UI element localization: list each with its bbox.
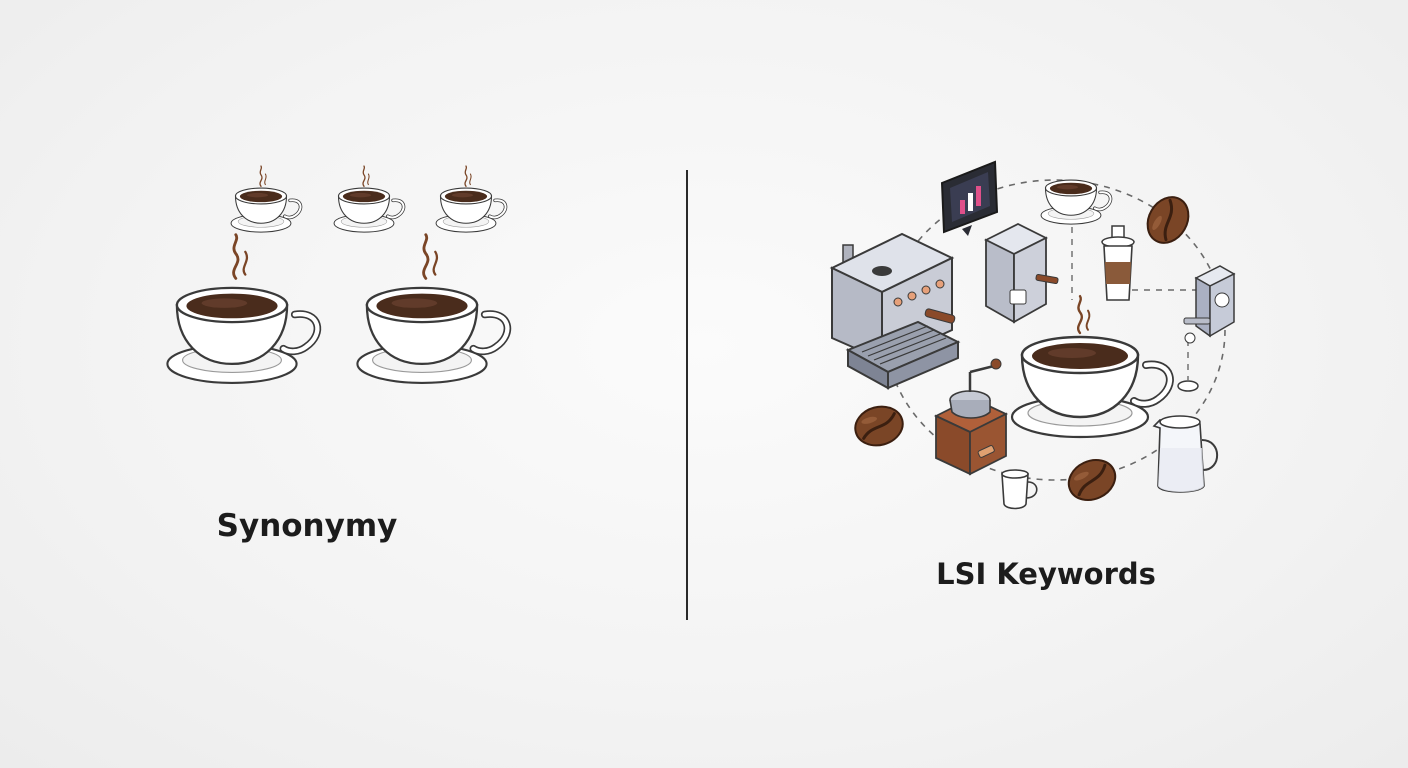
synonymy-cups xyxy=(167,165,508,383)
small-cup-icon xyxy=(434,165,508,234)
small-cup-icon xyxy=(229,165,303,234)
synonymy-label: Synonymy xyxy=(216,508,398,544)
coffee-bean-icon xyxy=(1060,451,1124,509)
coffee-bean-icon xyxy=(849,399,909,453)
large-cup-icon xyxy=(167,233,317,383)
analytics-monitor-icon xyxy=(940,160,999,236)
tamper-icon xyxy=(1177,380,1199,392)
central-coffee-cup-icon xyxy=(1012,295,1170,437)
coffee-scale-icon xyxy=(1183,265,1236,344)
espresso-machine-icon xyxy=(829,232,961,390)
dashed-connection-ring xyxy=(884,179,1226,481)
milk-pitcher-icon xyxy=(1152,415,1218,493)
coffee-cup-icon xyxy=(1039,178,1113,226)
espresso-cup-icon xyxy=(1001,469,1038,510)
lsi-keywords-label: LSI Keywords xyxy=(936,557,1156,591)
lsi-keyword-network xyxy=(829,160,1236,510)
panel-divider xyxy=(686,170,688,620)
large-cup-icon xyxy=(357,233,507,383)
coffee-bean-icon xyxy=(1138,188,1198,252)
takeaway-cup-icon xyxy=(1101,225,1135,301)
small-espresso-machine-icon xyxy=(983,222,1059,324)
coffee-grinder-icon xyxy=(933,358,1009,476)
small-cup-icon xyxy=(332,165,406,234)
